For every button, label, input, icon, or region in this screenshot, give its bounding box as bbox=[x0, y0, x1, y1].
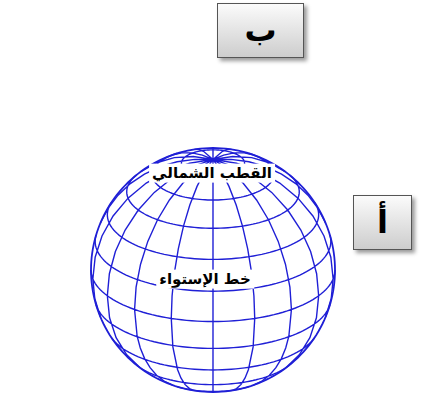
box-letter: أ bbox=[377, 205, 388, 240]
globe-label: خط الإستواء bbox=[156, 270, 254, 289]
label-box: ب bbox=[217, 3, 304, 58]
globe-label: القطب الشمالي bbox=[149, 164, 275, 183]
label-box: أ bbox=[353, 195, 412, 250]
box-letter: ب bbox=[244, 13, 276, 48]
globe-grid bbox=[91, 148, 335, 392]
globe-outline bbox=[91, 148, 335, 392]
